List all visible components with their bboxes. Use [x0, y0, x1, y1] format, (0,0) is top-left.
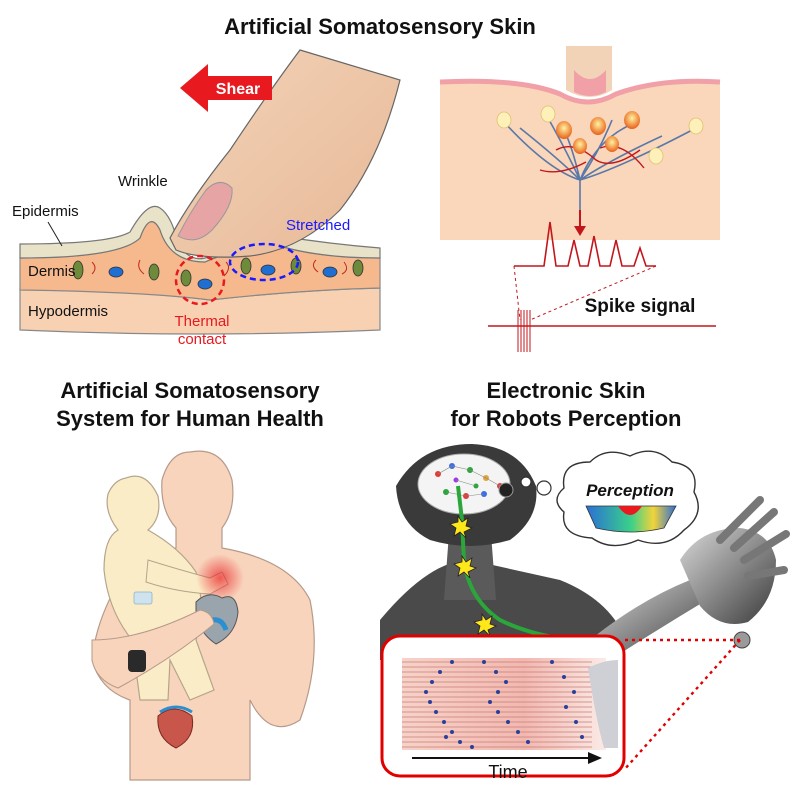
bladder-sensor	[159, 705, 193, 714]
zoom-dotted-lines	[622, 638, 741, 771]
robot-title-line1: Electronic Skin	[487, 378, 646, 403]
shear-arrow	[180, 64, 272, 112]
robot-fingers	[716, 496, 790, 580]
receptor-bulbs	[496, 105, 704, 165]
epidermis-layer	[19, 205, 381, 263]
raster-spikes	[424, 660, 584, 749]
signal-arrow-head	[574, 226, 586, 236]
time-label: Time	[488, 762, 527, 782]
perception-label: Perception	[586, 481, 674, 500]
wearable-patch	[133, 591, 153, 605]
health-title-line1: Artificial Somatosensory	[60, 378, 320, 403]
human-health-illustration	[91, 450, 315, 781]
fingertip-nail	[574, 70, 606, 96]
robot-eye	[498, 482, 514, 498]
nerve-red-branches	[539, 145, 645, 173]
robot-forearm	[590, 580, 710, 660]
robot-illustration: Perception	[380, 444, 790, 782]
thought-dot-1	[520, 476, 532, 488]
skin-cross-section: Shear Wrinkle Epidermis Dermis Hypodermi…	[12, 49, 401, 348]
thermal-label-line1: Thermal	[174, 313, 229, 330]
epidermis-pointer	[47, 221, 63, 247]
dermis-label: Dermis	[28, 263, 76, 280]
perception-surface	[585, 505, 677, 533]
adult-arm	[91, 609, 215, 689]
spike-bundle	[517, 310, 531, 352]
stretched-region	[228, 242, 300, 282]
receptor-panel: Spike signal	[439, 46, 721, 352]
perception-dent	[618, 506, 642, 515]
stretched-label: Stretched	[286, 217, 350, 234]
epidermis-label: Epidermis	[12, 203, 79, 220]
raster-background	[402, 658, 606, 750]
pressing-object	[588, 660, 618, 748]
robot-fingertip-sensor	[733, 631, 751, 649]
hypodermis-label: Hypodermis	[28, 303, 108, 320]
touch-glow	[196, 554, 244, 602]
fingernail-shape	[177, 182, 233, 241]
smart-watch	[128, 650, 146, 672]
bladder-organ	[157, 708, 194, 749]
heart-sensor	[211, 617, 229, 631]
time-axis-arrow	[588, 752, 602, 764]
thermal-contact-region	[174, 254, 226, 306]
spike-train	[514, 221, 656, 267]
robot-title-line2: for Robots Perception	[450, 406, 681, 431]
thought-dot-2	[536, 480, 552, 496]
shear-label: Shear	[216, 81, 260, 98]
spike-signal-label: Spike signal	[585, 296, 696, 317]
zoom-lines	[513, 265, 657, 321]
main-title: Artificial Somatosensory Skin	[224, 14, 536, 39]
dermis-cells	[72, 257, 364, 290]
health-title-line2: System for Human Health	[56, 406, 324, 431]
wrinkle-label: Wrinkle	[118, 173, 168, 190]
thermal-label-line2: contact	[178, 331, 227, 348]
nerve-tree	[503, 117, 697, 210]
skin-surface	[439, 78, 721, 105]
